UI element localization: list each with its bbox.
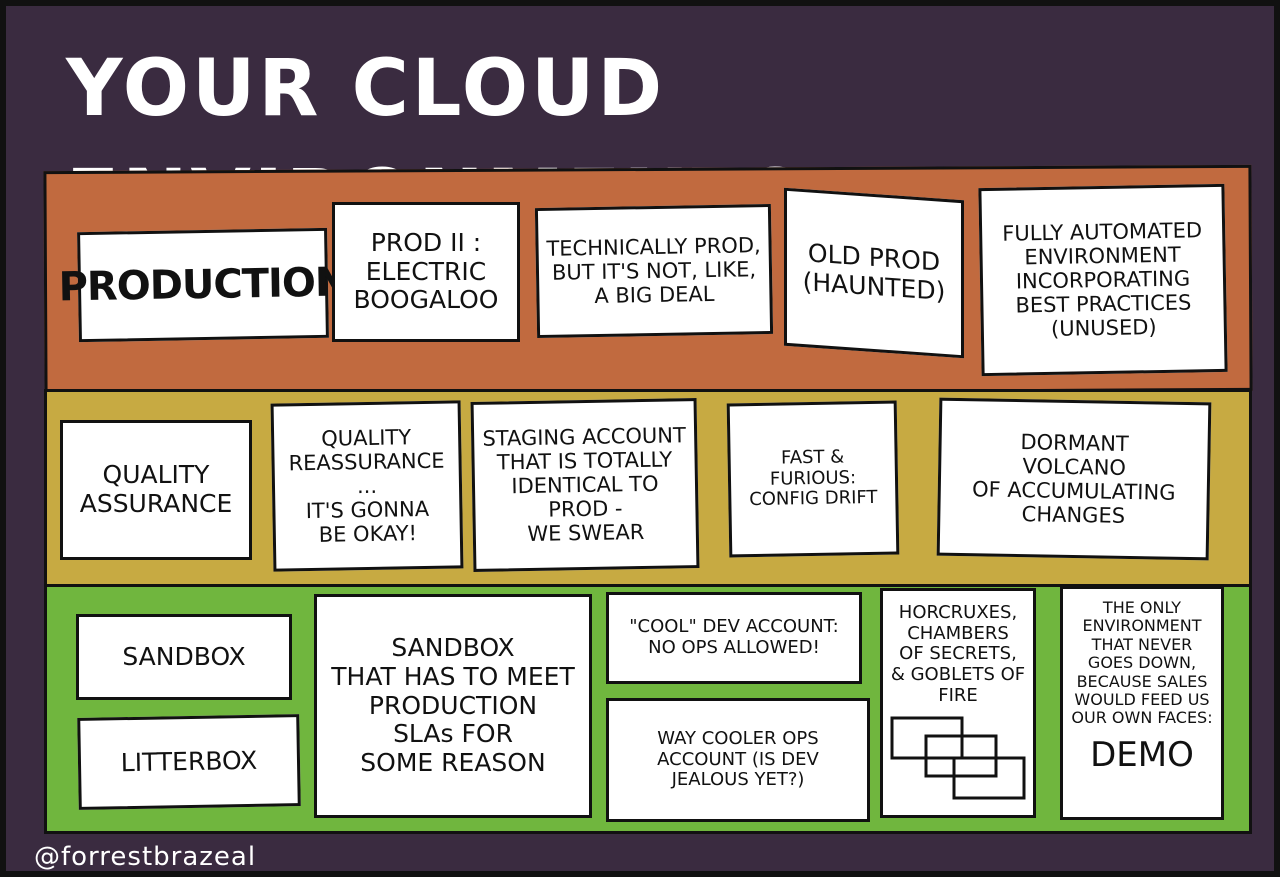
cooler-ops-account-card: WAY COOLER OPS ACCOUNT (IS DEV JEALOUS Y… <box>606 698 870 822</box>
stacked-boxes-icon <box>890 716 1026 800</box>
sandbox-label-card: SANDBOX <box>76 614 292 700</box>
old-prod-text: OLD PROD (HAUNTED) <box>802 238 946 306</box>
comic-title: YOUR CLOUD ENVIRONMENTS <box>66 44 804 244</box>
quality-assurance-label-card: QUALITY ASSURANCE <box>60 420 252 560</box>
horcruxes-text: HORCRUXES, CHAMBERS OF SECRETS, & GOBLET… <box>890 602 1026 706</box>
technically-prod-text: TECHNICALLY PROD, BUT IT'S NOT, LIKE, A … <box>546 232 761 309</box>
demo-description: THE ONLY ENVIRONMENT THAT NEVER GOES DOW… <box>1071 598 1213 728</box>
cooler-ops-account-text: WAY COOLER OPS ACCOUNT (IS DEV JEALOUS Y… <box>657 727 819 791</box>
fully-automated-card: FULLY AUTOMATED ENVIRONMENT INCORPORATIN… <box>978 183 1228 377</box>
litterbox-label-card: LITTERBOX <box>77 714 301 810</box>
sandbox-slas-text: SANDBOX THAT HAS TO MEET PRODUCTION SLAs… <box>331 633 575 778</box>
prod-ii-text: PROD II : ELECTRIC BOOGALOO <box>353 227 499 315</box>
cool-dev-account-card: "COOL" DEV ACCOUNT: NO OPS ALLOWED! <box>606 592 862 684</box>
sandbox-label: SANDBOX <box>122 641 246 671</box>
dormant-volcano-text: DORMANT VOLCANO OF ACCUMULATING CHANGES <box>971 429 1176 529</box>
cool-dev-account-text: "COOL" DEV ACCOUNT: NO OPS ALLOWED! <box>629 616 839 658</box>
demo-card: THE ONLY ENVIRONMENT THAT NEVER GOES DOW… <box>1060 586 1224 820</box>
production-label: PRODUCTION <box>58 259 348 311</box>
fast-furious-text: FAST & FURIOUS: CONFIG DRIFT <box>749 446 878 511</box>
quality-reassurance-text: QUALITY REASSURANCE ... IT'S GONNA BE OK… <box>288 424 445 548</box>
old-prod-card: OLD PROD (HAUNTED) <box>784 187 964 359</box>
sandbox-slas-card: SANDBOX THAT HAS TO MEET PRODUCTION SLAs… <box>314 594 592 818</box>
staging-account-card: STAGING ACCOUNT THAT IS TOTALLY IDENTICA… <box>470 398 700 572</box>
technically-prod-card: TECHNICALLY PROD, BUT IT'S NOT, LIKE, A … <box>534 203 774 339</box>
quality-assurance-label: QUALITY ASSURANCE <box>79 460 233 518</box>
prod-ii-card: PROD II : ELECTRIC BOOGALOO <box>332 202 520 342</box>
staging-account-text: STAGING ACCOUNT THAT IS TOTALLY IDENTICA… <box>482 422 687 547</box>
fully-automated-text: FULLY AUTOMATED ENVIRONMENT INCORPORATIN… <box>1002 217 1203 342</box>
quality-reassurance-card: QUALITY REASSURANCE ... IT'S GONNA BE OK… <box>270 400 464 572</box>
production-label-card: PRODUCTION <box>58 227 348 343</box>
signature: @forrestbrazeal <box>34 842 257 872</box>
demo-label: DEMO <box>1090 734 1194 775</box>
litterbox-label: LITTERBOX <box>120 745 258 777</box>
dormant-volcano-card: DORMANT VOLCANO OF ACCUMULATING CHANGES <box>936 397 1212 561</box>
horcruxes-card: HORCRUXES, CHAMBERS OF SECRETS, & GOBLET… <box>880 588 1036 818</box>
fast-furious-card: FAST & FURIOUS: CONFIG DRIFT <box>726 400 900 558</box>
